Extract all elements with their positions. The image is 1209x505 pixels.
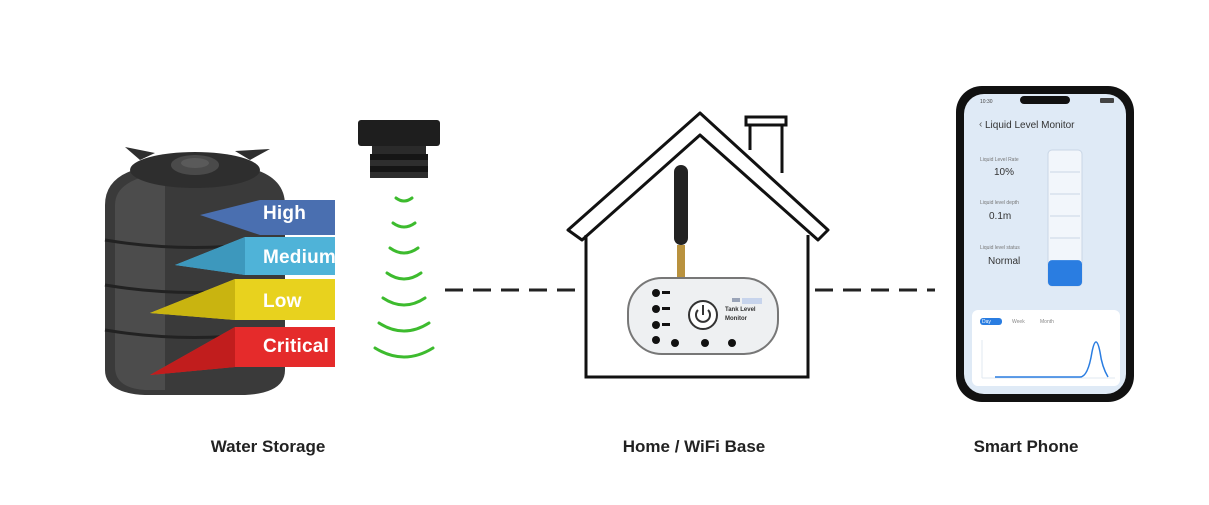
power-icon (695, 309, 711, 323)
status-time: 10:30 (980, 99, 993, 105)
level-label-low: Low (263, 291, 302, 312)
tank-highlight (115, 175, 165, 390)
tank-ear (235, 149, 270, 160)
history-line (995, 341, 1109, 378)
level-arrow-medium (175, 237, 335, 275)
battery-icon (1100, 98, 1114, 103)
antenna-icon (674, 165, 688, 245)
phone-notch (1020, 96, 1070, 104)
device-label-line1: Tank Level (725, 307, 756, 313)
tab-day[interactable] (980, 318, 1002, 325)
tab-week[interactable]: Week (1012, 319, 1025, 325)
house-roof (566, 111, 830, 242)
tab-day-label[interactable]: Day (982, 319, 991, 325)
level-label-medium: Medium (263, 247, 336, 268)
caption-home-wifi-base: Home / WiFi Base (622, 437, 766, 456)
water-tank-illustration (104, 147, 335, 395)
signal-wave (377, 321, 431, 333)
signal-wave (373, 346, 435, 359)
field-label-rate: Liquid Level Rate (980, 157, 1019, 163)
signal-wave (391, 221, 417, 229)
signal-wave (388, 246, 420, 255)
back-arrow-icon[interactable]: ‹ (979, 119, 983, 130)
level-arrow-low (150, 279, 335, 320)
level-label-high: High (263, 203, 307, 224)
wifi-base-device (627, 165, 779, 355)
field-value-status: Normal (988, 256, 1021, 267)
level-label-critical: Critical (263, 336, 330, 357)
field-label-status: Liquid level status (980, 245, 1020, 251)
caption-smart-phone: Smart Phone (973, 437, 1079, 456)
house-walls (584, 235, 810, 379)
device-label-line2: Monitor (725, 316, 747, 322)
field-value-rate: 10% (994, 167, 1015, 178)
smartphone: 10:30 (956, 86, 1134, 402)
level-gauge-fill (1048, 260, 1082, 286)
signal-wave (394, 196, 414, 203)
signal-wave (381, 296, 427, 307)
field-value-depth: 0.1m (989, 211, 1012, 222)
level-arrow-high (200, 200, 335, 235)
ultrasonic-sensor (358, 120, 440, 178)
dashed-connector-right (815, 288, 935, 292)
tank-ear (125, 147, 155, 160)
house-icon (566, 111, 830, 379)
phone-app-title: Liquid Level Monitor (985, 120, 1075, 131)
signal-wave (385, 271, 423, 281)
sensor-cap (358, 120, 440, 146)
device-leds (652, 289, 736, 347)
dashed-connector-left (445, 288, 585, 292)
history-chart-card (972, 310, 1120, 386)
tab-month[interactable]: Month (1040, 319, 1054, 325)
signal-waves (373, 196, 435, 359)
field-label-depth: Liquid level depth (980, 200, 1019, 206)
caption-water-storage: Water Storage (210, 437, 326, 456)
level-arrow-critical (150, 327, 335, 375)
